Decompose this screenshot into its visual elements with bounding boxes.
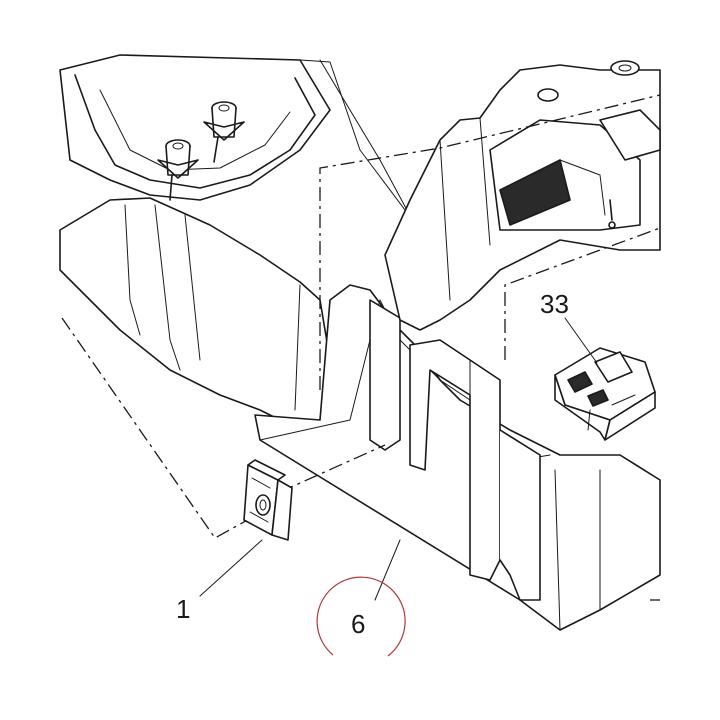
- leader-line-33: [564, 317, 598, 364]
- spring-clip-part-1: [243, 459, 293, 541]
- callout-label-6: 6: [351, 609, 365, 639]
- mounting-post-right: [203, 101, 245, 163]
- front-shell-panel: [59, 197, 331, 426]
- upper-cover-housing: [59, 54, 421, 231]
- leader-line-1: [199, 539, 263, 597]
- upper-right-housing: [384, 60, 661, 331]
- connector-block-part-33: [554, 347, 656, 441]
- leader-line-6: [374, 539, 401, 601]
- tray-inner-ribs: [369, 299, 541, 601]
- highlight-circle-part-6: [316, 576, 406, 657]
- callout-label-1: 1: [176, 594, 190, 624]
- callout-label-33: 33: [540, 289, 569, 319]
- mounting-post-left: [157, 139, 199, 201]
